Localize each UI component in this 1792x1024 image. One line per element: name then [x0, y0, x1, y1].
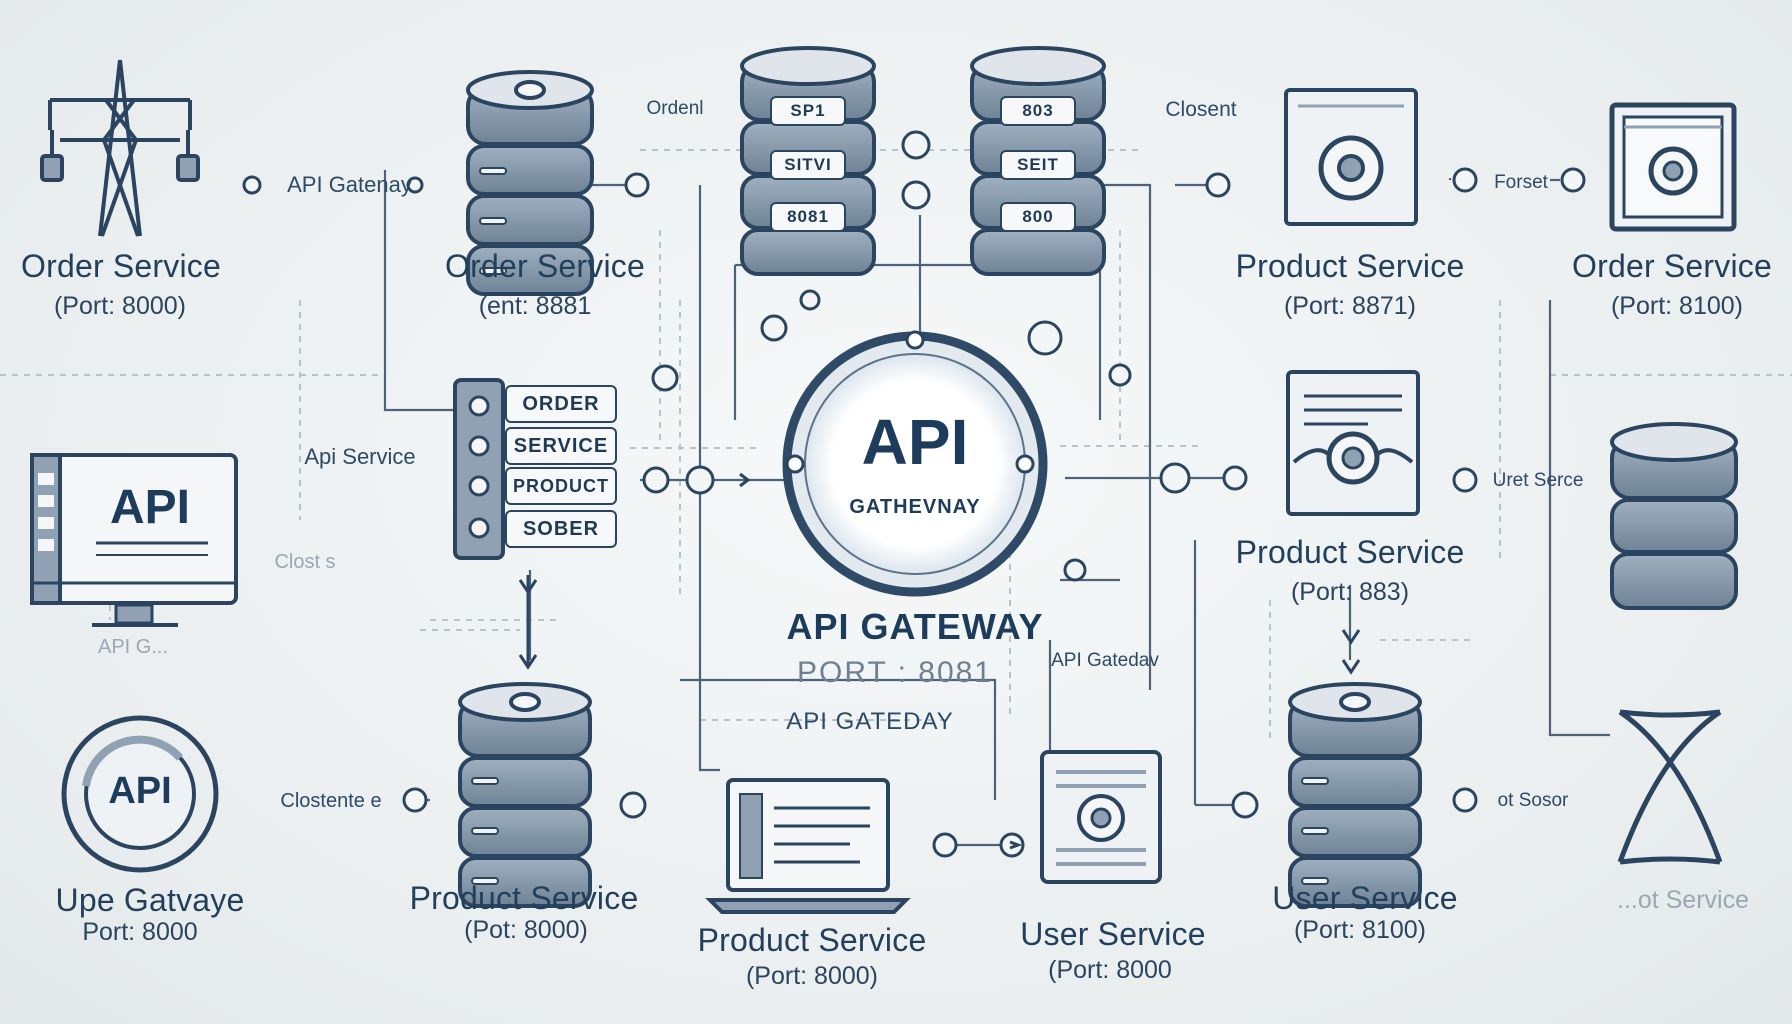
monitor-caption: API G...: [97, 636, 169, 658]
gateway-title: API: [861, 406, 969, 478]
laptop-port: (Port: 8000): [745, 962, 878, 990]
gateway-ring: [782, 330, 1048, 597]
edge-label-clost: Clost s: [274, 551, 336, 573]
stack-item-product[interactable]: PRODUCT: [505, 467, 617, 505]
gateway-sub-right: API Gatedav: [1051, 650, 1159, 671]
power-tower-icon: [40, 59, 200, 237]
inner-right-middle-title: Product Service: [1235, 534, 1465, 570]
stack-item-service[interactable]: SERVICE: [505, 427, 617, 465]
service-stack-icon: [453, 378, 505, 560]
gateway-sub: API GATEDAY: [786, 708, 954, 735]
api-badge-text: API: [108, 770, 172, 812]
gateway-subtitle: GATHEVNAY: [849, 496, 981, 518]
x-shape-icon: [1617, 709, 1723, 865]
edge-label-closten: Clostente e: [280, 790, 382, 812]
database-icon: [1610, 422, 1738, 610]
panel-title: User Service: [1020, 916, 1206, 952]
dashed-wires: [0, 149, 1792, 740]
edge-label-uret: Uret Serce: [1492, 470, 1584, 491]
inner-left-bottom-title: Product Service: [409, 880, 639, 916]
monitor-screen-text: API: [109, 481, 190, 534]
settings-panel-icon: [1040, 750, 1162, 884]
document-eye-icon: [1286, 370, 1420, 516]
left-top-title: Order Service: [21, 248, 221, 284]
inner-right-bottom-title: User Service: [1272, 880, 1458, 916]
db-slot: 800: [1000, 202, 1076, 232]
left-bottom-title: Upe Gatvaye: [55, 882, 245, 918]
left-top-port: (Port: 8000): [53, 292, 186, 320]
connector-nodes: [242, 130, 1586, 858]
db-slot: SEIT: [1000, 150, 1076, 180]
api-badge-icon: [61, 715, 219, 873]
edge-label-order: Ordenl: [646, 98, 704, 119]
gateway-label: API GATEWAY: [786, 606, 1044, 647]
right-top-port: (Port: 8100): [1610, 292, 1743, 320]
db-slot: SITVI: [770, 150, 846, 180]
db-slot: 803: [1000, 96, 1076, 126]
laptop-icon: [705, 778, 911, 914]
db-slot: SP1: [770, 96, 846, 126]
database-icon: [1288, 682, 1422, 908]
arrows: [518, 472, 1361, 850]
edge-label-api-service: Api Service: [304, 444, 416, 469]
left-bottom-port: Port: 8000: [82, 918, 198, 946]
inner-right-top-title: Product Service: [1235, 248, 1465, 284]
edge-label-api-gateway: API Gatenay: [287, 172, 412, 197]
frame-icon: [1609, 102, 1737, 232]
inner-right-top-port: (Port: 8871): [1283, 292, 1416, 320]
inner-right-middle-port: (Port: 883): [1290, 578, 1410, 606]
edge-label-ot-sosor: ot Sosor: [1497, 790, 1569, 811]
database-icon: [466, 70, 594, 296]
inner-left-top-port: (ent: 8881: [478, 292, 592, 320]
panel-port: (Port: 8000: [1048, 956, 1172, 984]
right-top-title: Order Service: [1572, 248, 1772, 284]
inner-right-bottom-port: (Port: 8100): [1293, 916, 1426, 944]
gateway-port: PORT : 8081: [797, 656, 993, 689]
edge-label-forset: Forset: [1494, 172, 1548, 193]
database-icon: [458, 682, 592, 908]
document-gear-icon: [1284, 88, 1418, 226]
laptop-title: Product Service: [697, 922, 927, 958]
monitor-icon: [30, 453, 238, 627]
edge-label-closent: Closent: [1165, 98, 1237, 121]
inner-left-bottom-port: (Pot: 8000): [464, 916, 588, 944]
right-bottom-title: ...ot Service: [1617, 886, 1749, 914]
inner-left-top-title: Order Service: [445, 248, 645, 284]
stack-item-sober[interactable]: SOBER: [505, 510, 617, 548]
db-slot: 8081: [770, 202, 846, 232]
stack-item-order[interactable]: ORDER: [505, 385, 617, 423]
